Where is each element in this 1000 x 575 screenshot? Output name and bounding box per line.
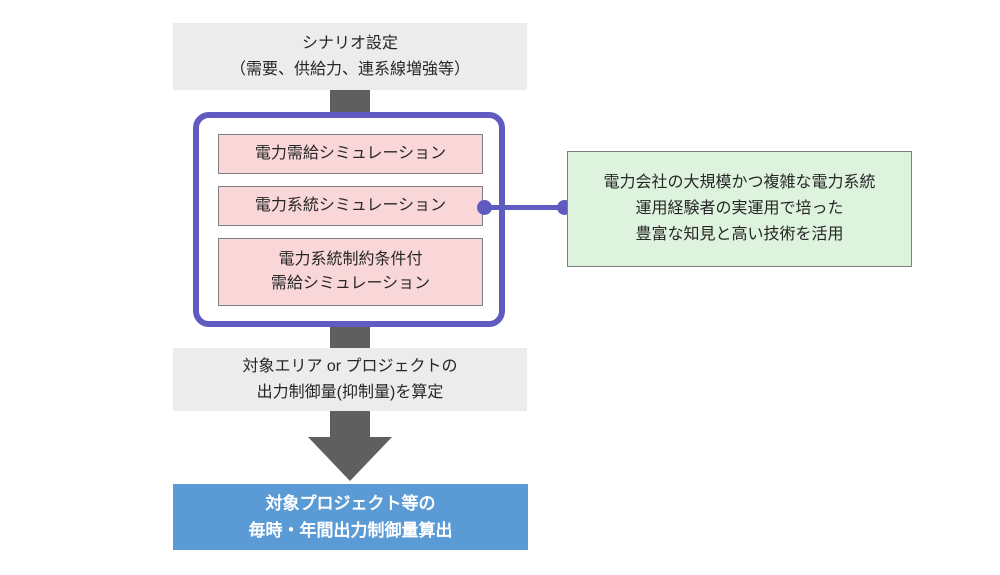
result-box-line1: 対象プロジェクト等の: [265, 494, 436, 513]
sim-box-grid-label: 電力系統シミュレーション: [254, 197, 447, 214]
note-box: 電力会社の大規模かつ複雑な電力系統 運用経験者の実運用で培った 豊富な知見と高い…: [567, 151, 912, 267]
connector-down-1: [330, 90, 370, 112]
note-box-line2: 運用経験者の実運用で培った: [635, 200, 844, 217]
sim-box-grid: 電力系統シミュレーション: [218, 186, 483, 226]
calc-box: 対象エリア or プロジェクトの 出力制御量(抑制量)を算定: [173, 348, 527, 411]
note-connector-dot-left: [477, 200, 492, 215]
result-box-line2: 毎時・年間出力制御量算出: [248, 521, 453, 540]
scenario-box: シナリオ設定 （需要、供給力、連系線増強等）: [173, 23, 527, 90]
sim-box-supply-demand-label: 電力需給シミュレーション: [254, 145, 447, 162]
scenario-box-line2: （需要、供給力、連系線増強等）: [229, 60, 470, 78]
sim-box-constrained-line1: 電力系統制約条件付: [278, 251, 423, 268]
calc-box-line1: 対象エリア or プロジェクトの: [242, 357, 458, 375]
connector-down-2: [330, 327, 370, 348]
big-arrow-stem: [330, 411, 370, 438]
sim-box-supply-demand: 電力需給シミュレーション: [218, 134, 483, 174]
sim-box-constrained-line2: 需給シミュレーション: [270, 275, 431, 292]
note-box-line1: 電力会社の大規模かつ複雑な電力系統: [603, 174, 876, 191]
sim-box-constrained: 電力系統制約条件付 需給シミュレーション: [218, 238, 483, 306]
note-box-line3: 豊富な知見と高い技術を活用: [635, 226, 844, 243]
simulation-group: 電力需給シミュレーション 電力系統シミュレーション 電力系統制約条件付 需給シミ…: [193, 112, 505, 327]
calc-box-line2: 出力制御量(抑制量)を算定: [256, 383, 444, 401]
result-box: 対象プロジェクト等の 毎時・年間出力制御量算出: [173, 484, 528, 550]
note-connector-line: [483, 205, 567, 210]
scenario-box-line1: シナリオ設定: [301, 34, 398, 52]
big-arrow-head: [308, 437, 392, 481]
